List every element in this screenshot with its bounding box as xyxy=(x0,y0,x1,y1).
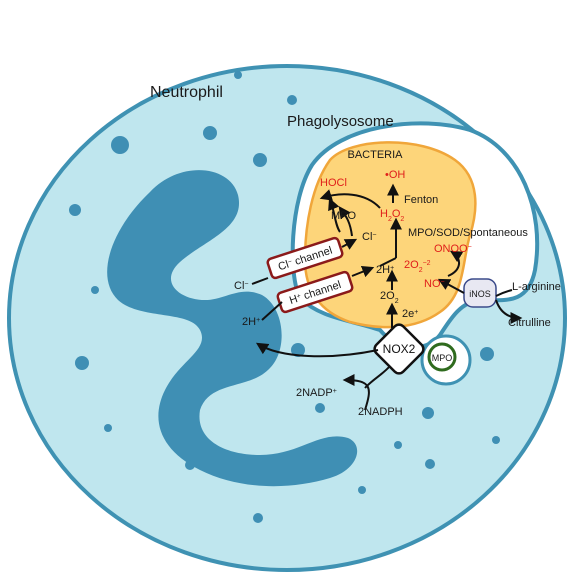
bacteria-label: BACTERIA xyxy=(347,149,403,161)
granule xyxy=(422,407,434,419)
granule xyxy=(185,460,195,470)
inos-label: iNOS xyxy=(469,289,491,299)
phagolysosome-title: Phagolysosome xyxy=(287,113,394,130)
nox2-label: NOX2 xyxy=(383,342,416,356)
granule xyxy=(492,436,500,444)
granule xyxy=(203,126,217,140)
granule xyxy=(111,136,129,154)
granule xyxy=(104,424,112,432)
granule xyxy=(287,95,297,105)
two-nadp-label: 2NADP+ xyxy=(296,387,337,399)
granule xyxy=(394,441,402,449)
granule xyxy=(69,204,81,216)
fenton-label: Fenton xyxy=(404,194,438,206)
mpo-sod-label: MPO/SOD/Spontaneous xyxy=(408,227,528,239)
granule xyxy=(425,459,435,469)
granule xyxy=(75,356,89,370)
granule xyxy=(91,286,99,294)
mpo-top-label: MPO xyxy=(331,210,357,222)
granule xyxy=(234,71,242,79)
oh-label: •OH xyxy=(385,169,405,181)
granule xyxy=(480,347,494,361)
onoo-label: ONOO− xyxy=(434,243,472,255)
citrulline-label: Citrulline xyxy=(508,317,551,329)
granule xyxy=(315,403,325,413)
neutrophil-title: Neutrophil xyxy=(150,84,223,101)
two-nadph-label: 2NADPH xyxy=(358,406,403,418)
mpo-granule-label: MPO xyxy=(432,353,453,363)
granule xyxy=(253,513,263,523)
granule xyxy=(358,486,366,494)
l-arginine-label: L-arginine xyxy=(512,281,561,293)
granule xyxy=(253,153,267,167)
hocl-label: HOCl xyxy=(320,177,347,189)
